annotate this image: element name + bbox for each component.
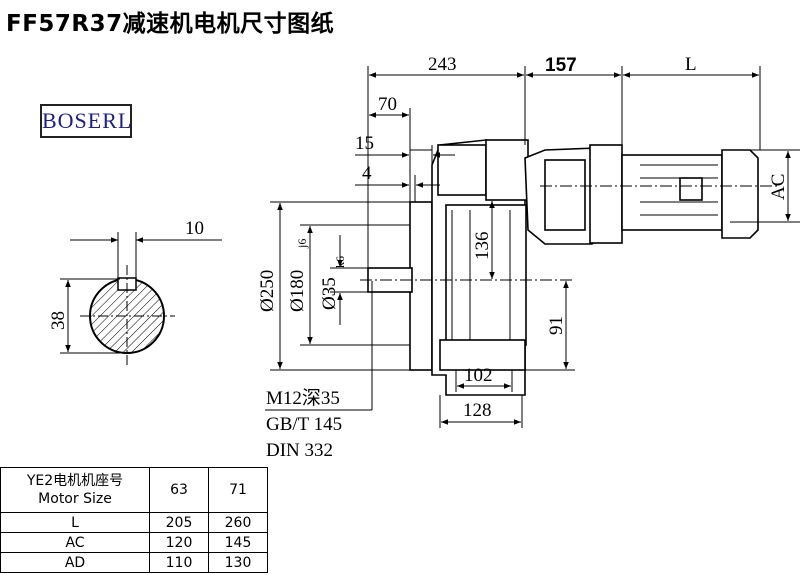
top-dimensions: [367, 66, 761, 268]
dim-15: 15: [355, 133, 374, 154]
drawing-title: FF57R37减速机电机尺寸图纸: [6, 11, 335, 37]
dim-102-lines: [455, 370, 513, 392]
dim-250-lines: [270, 201, 410, 371]
table-column-71: 71: [208, 467, 268, 513]
dim-AC: AC: [768, 174, 789, 200]
table-column-63: 63: [149, 467, 209, 513]
table-row: L 205 260: [0, 512, 268, 533]
dim-35-lines: [330, 235, 368, 325]
standard-gb-note: GB/T 145: [266, 414, 343, 435]
gearbox-view: [367, 139, 759, 396]
dim-35-tolerance: k6: [333, 256, 347, 268]
brand-logo: BOSERL: [40, 104, 132, 138]
motor-size-table: YE2电机机座号 Motor Size 63 71 L 205 260 AC 1…: [0, 467, 268, 573]
dim-70: 70: [378, 94, 397, 115]
table-cell: 205: [149, 512, 209, 533]
dim-180-lines: [300, 224, 410, 346]
brand-logo-text: BOSERL: [42, 108, 133, 133]
dim-15-lines: [355, 145, 455, 165]
table-row-label: AD: [0, 552, 150, 573]
table-cell: 260: [208, 512, 268, 533]
shaft-section-view: 10 38: [48, 218, 222, 365]
dim-keyway-width: 10: [185, 218, 204, 239]
reducer-face: [544, 159, 586, 231]
dim-180-tolerance: j6: [295, 239, 309, 249]
dim-L: L: [685, 54, 697, 75]
motor-body: [621, 154, 723, 231]
motor-flange: [589, 144, 623, 244]
dim-136: 136: [472, 232, 493, 261]
gearbox-center-panel: [445, 204, 527, 346]
table-row-label: AC: [0, 532, 150, 553]
motor-end-cap: [721, 149, 759, 239]
dim-70-lines: [369, 108, 411, 202]
dim-128-lines: [439, 395, 523, 428]
dim-250: Ø250: [257, 270, 278, 312]
table-cell: 145: [208, 532, 268, 553]
gearbox-foot: [439, 339, 526, 371]
dim-91: 91: [546, 316, 567, 335]
dim-180: Ø180: [287, 270, 308, 312]
dim-243: 243: [428, 54, 457, 75]
dim-AC-lines: [730, 149, 800, 223]
table-header-cell: YE2电机机座号 Motor Size: [0, 467, 150, 513]
motor-terminal-box: [679, 177, 703, 201]
table-header-line2: Motor Size: [38, 491, 112, 507]
dim-102: 102: [464, 365, 493, 386]
thread-note: M12深35: [266, 388, 340, 409]
table-cell: 130: [208, 552, 268, 573]
table-row: AC 120 145: [0, 532, 268, 553]
dim-key-height: 38: [48, 311, 69, 330]
table-row: AD 110 130: [0, 552, 268, 573]
dim-157: 157: [545, 55, 577, 76]
output-flange: [409, 201, 433, 371]
dim-35: Ø35: [319, 277, 340, 310]
table-cell: 120: [149, 532, 209, 553]
gearbox-top-block: [437, 144, 487, 196]
table-header-line1: YE2电机机座号: [26, 473, 124, 489]
dim-4: 4: [362, 163, 372, 184]
standard-din-note: DIN 332: [266, 440, 334, 461]
table-header-row: YE2电机机座号 Motor Size 63 71: [0, 467, 268, 513]
dim-128: 128: [463, 400, 492, 421]
gearbox-input-stage: [485, 139, 529, 201]
table-row-label: L: [0, 512, 150, 533]
dim-91-lines: [525, 281, 575, 371]
dim-4-lines: [355, 175, 440, 202]
table-cell: 110: [149, 552, 209, 573]
